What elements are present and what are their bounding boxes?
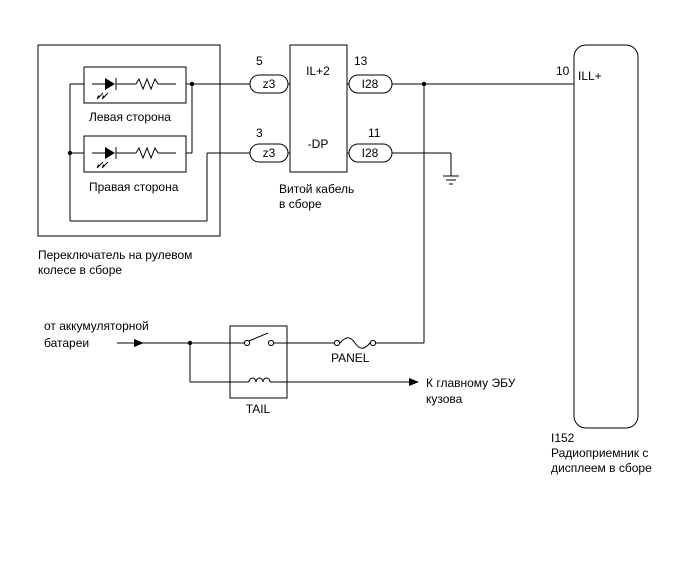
connector-id: z3 [263,77,276,91]
spiral-signal-bottom: -DP [308,137,329,151]
battery-label-line1: от аккумуляторной [44,319,149,333]
radio-code: I152 [551,431,575,445]
left-side-label: Левая сторона [89,110,171,124]
resistor-icon [135,77,159,91]
tail-relay-box [229,325,288,399]
resistor-icon [135,146,159,160]
relay-coil-icon [248,377,271,383]
left-lamp-box [83,66,187,104]
connector-pin: 11 [368,126,381,140]
battery-label-line2: батареи [44,336,89,350]
steering-switch-assembly: Левая сторона Правая сторона [37,44,250,277]
relay-switch-icon [248,332,269,342]
led-icon [105,147,115,159]
left-side-lamp [83,66,187,104]
connector-id: I28 [362,77,379,91]
radio-name-line1: Радиоприемник с [551,446,648,460]
tail-relay: TAIL [229,325,288,416]
spiral-cable-assembly: IL+2 -DP Витой кабель в сборе [279,44,354,211]
radio-terminal-label: ILL+ [578,69,602,83]
panel-fuse-label: PANEL [331,351,370,365]
steering-switch-name-line1: Переключатель на рулевом [38,248,192,262]
connector-i28-pin11: 11 I28 [348,126,393,163]
power-feed-section: от аккумуляторной батареи TAIL [44,319,516,416]
spiral-cable-box [289,44,348,173]
steering-switch-name-line2: колесе в сборе [38,263,122,277]
spiral-cable-name-line1: Витой кабель [279,182,354,196]
switch-internal-wiring [67,81,250,222]
radio-terminal-pin: 10 [556,64,570,78]
connector-id: I28 [362,146,379,160]
right-side-wiring [347,81,574,343]
fuse-icon [339,337,371,349]
steering-switch-outline [37,44,221,237]
connector-z3-pin3: 3 z3 [249,126,289,163]
right-side-lamp [83,135,187,173]
spiral-signal-top: IL+2 [306,64,330,78]
connector-pin: 13 [354,54,368,68]
radio-name-line2: дисплеем в сборе [551,461,652,475]
radio-receiver-box [573,44,639,429]
right-side-label: Правая сторона [89,180,179,194]
right-lamp-box [83,135,187,173]
connector-id: z3 [263,146,276,160]
tail-relay-label: TAIL [246,402,271,416]
ground-icon [443,175,459,185]
connector-pin: 3 [256,126,263,140]
connector-pin: 5 [256,54,263,68]
spiral-cable-name-line2: в сборе [279,197,322,211]
connector-i28-pin13: 13 I28 [348,54,393,94]
panel-fuse: PANEL [331,337,377,365]
radio-receiver-assembly: 10 ILL+ I152 Радиоприемник с дисплеем в … [551,44,652,475]
body-ecu-label-line2: кузова [426,392,463,406]
body-ecu-label-line1: К главному ЭБУ [426,376,516,390]
led-icon [105,78,115,90]
connector-z3-pin5: 5 z3 [249,54,289,94]
